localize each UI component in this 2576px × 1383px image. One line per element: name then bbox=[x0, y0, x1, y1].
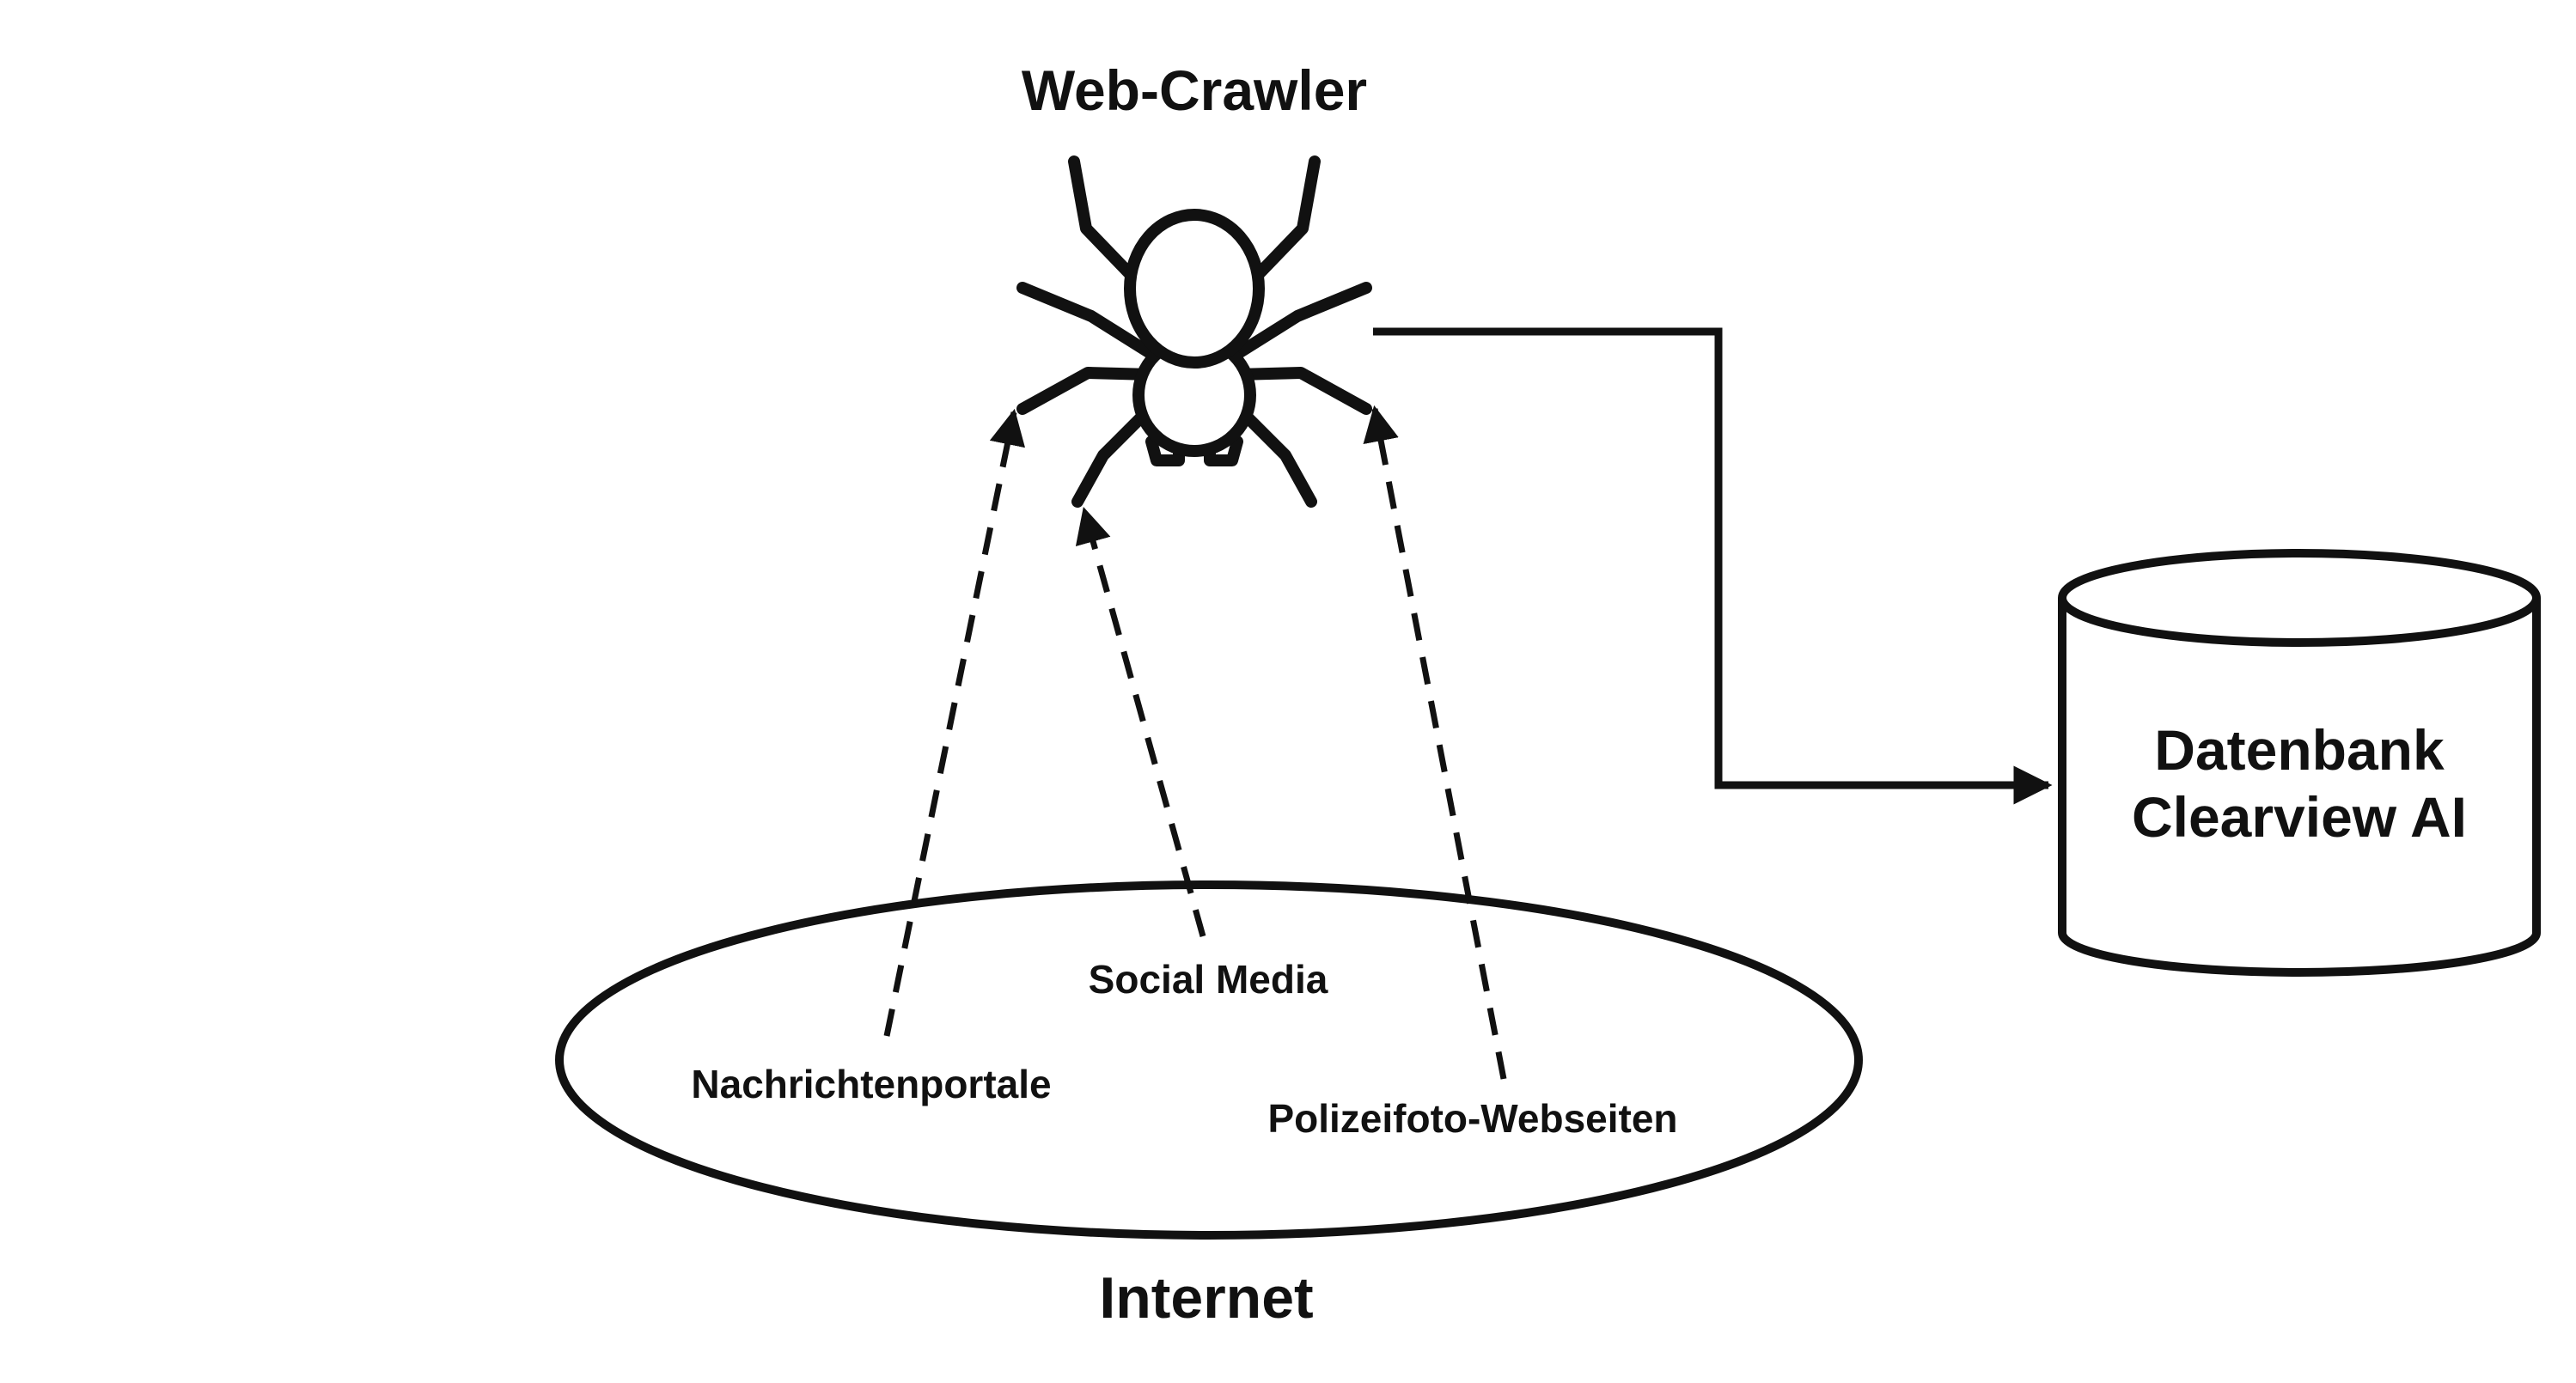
arrow-social-media bbox=[1075, 506, 1206, 937]
crawler-to-database-connector bbox=[1373, 327, 2053, 805]
source-polizeifoto-webseiten: Polizeifoto-Webseiten bbox=[1267, 1096, 1677, 1141]
source-social-media: Social Media bbox=[1089, 957, 1328, 1002]
database-label-line1: Datenbank bbox=[2154, 718, 2445, 782]
crawler-title: Web-Crawler bbox=[1022, 58, 1367, 122]
internet-ellipse bbox=[555, 880, 1863, 1240]
arrow-polizeifoto-webseiten bbox=[1363, 405, 1507, 1080]
database-label-line2: Clearview AI bbox=[2132, 785, 2467, 849]
spider-icon bbox=[1016, 155, 1372, 508]
internet-label: Internet bbox=[1099, 1265, 1313, 1331]
database-cylinder-icon bbox=[2058, 549, 2541, 977]
source-nachrichtenportale: Nachrichtenportale bbox=[691, 1062, 1051, 1106]
arrow-nachrichtenportale bbox=[883, 408, 1026, 1037]
